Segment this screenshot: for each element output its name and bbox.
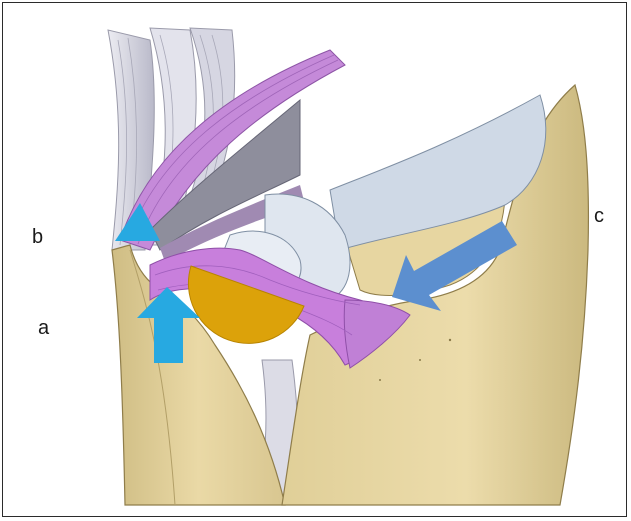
label-c: c [594, 206, 604, 226]
label-b: b [32, 227, 43, 247]
label-a: a [38, 318, 49, 338]
